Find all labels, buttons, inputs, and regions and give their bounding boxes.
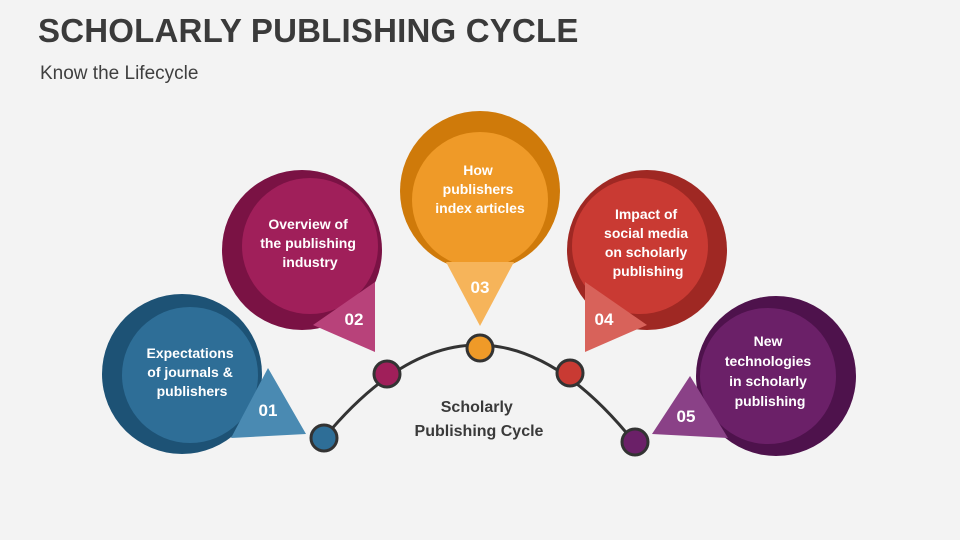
step-04-line-4: publishing: [613, 263, 684, 279]
step-03-inner-circle: [412, 132, 548, 268]
step-02-pointer: [313, 282, 375, 352]
svg-text:How publishers ind: How publishers index articles: [435, 162, 525, 216]
step-05-node: [620, 427, 650, 457]
step-01-number: 01: [259, 401, 278, 420]
step-03-number: 03: [471, 278, 490, 297]
step-02-line-3: industry: [282, 254, 337, 270]
step-04-inner-circle: [572, 178, 708, 314]
step-02-line-2: the publishing: [260, 235, 356, 251]
step-01-line-3: publishers: [157, 383, 228, 399]
step-02: Overview of the publishing industry 02: [222, 170, 402, 389]
center-label-line-1: Scholarly: [441, 399, 513, 416]
step-05-line-3: in scholarly: [729, 373, 807, 389]
step-02-number: 02: [345, 310, 364, 329]
page-subtitle: Know the Lifecycle: [40, 63, 199, 84]
page-title: SCHOLARLY PUBLISHING CYCLE: [38, 12, 579, 49]
step-05-line-2: technologies: [725, 353, 812, 369]
step-04-pointer: [585, 282, 647, 352]
step-01-pointer: [231, 368, 306, 438]
step-04-line-3: on scholarly: [605, 244, 688, 260]
step-03-node: [465, 333, 495, 363]
step-03-line-2: publishers: [443, 181, 514, 197]
step-04-number: 04: [595, 310, 614, 329]
step-05: New technologies in scholarly publishing…: [620, 296, 856, 457]
step-03-line-3: index articles: [435, 200, 525, 216]
svg-text:Scholarly Publishing Cycle: Scholarly Publishing Cycle: [415, 399, 544, 440]
step-05-pointer: [652, 376, 728, 438]
step-01-node: [309, 423, 339, 453]
step-01-line-1: Expectations: [146, 345, 233, 361]
step-01: Expectations of journals & publishers 01: [102, 294, 339, 454]
svg-text:Overview of the publishi: Overview of the publishing industry: [260, 216, 360, 270]
step-01-inner-circle: [122, 307, 258, 443]
step-02-node: [372, 359, 402, 389]
step-05-line-1: New: [754, 333, 783, 349]
step-02-line-1: Overview of: [268, 216, 348, 232]
svg-text:Impact of social media: Impact of social media on scholarly publ…: [604, 206, 692, 279]
step-03: How publishers index articles 03: [400, 111, 560, 363]
step-02-inner-circle: [242, 178, 378, 314]
step-03-line-1: How: [463, 162, 493, 178]
center-label-line-2: Publishing Cycle: [415, 423, 544, 440]
step-01-line-2: of journals &: [147, 364, 233, 380]
step-05-line-4: publishing: [735, 393, 806, 409]
step-04-line-2: social media: [604, 225, 688, 241]
svg-text:Expectations of journals: Expectations of journals & publishers: [146, 345, 237, 399]
step-04: Impact of social media on scholarly publ…: [555, 170, 727, 388]
svg-text:New technologies i: New technologies in scholarly publishing: [725, 333, 815, 409]
step-04-line-1: Impact of: [615, 206, 678, 222]
step-05-inner-circle: [700, 308, 836, 444]
step-03-pointer: [446, 262, 514, 326]
step-05-number: 05: [677, 407, 696, 426]
step-04-node: [555, 358, 585, 388]
